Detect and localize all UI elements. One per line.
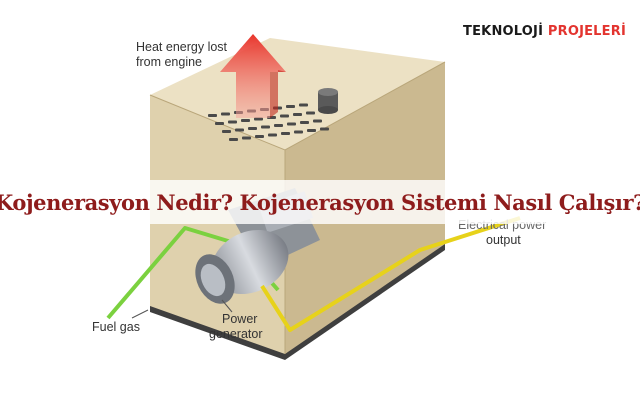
vent-slot — [242, 136, 251, 140]
vent-slot — [229, 138, 238, 141]
fuel-gas-label: Fuel gas — [92, 320, 140, 334]
vent-slot — [299, 103, 308, 107]
vent-slot — [268, 133, 277, 137]
vent-slot — [286, 105, 295, 108]
brand-name-part1: TEKNOLOJİ — [463, 24, 544, 39]
heat-label-line2: from engine — [136, 55, 203, 69]
vent-slot — [294, 130, 303, 134]
power-output-label-line2: output — [486, 233, 521, 247]
vent-slot — [228, 120, 237, 124]
vent-slot — [254, 117, 263, 121]
vent-slot — [222, 130, 231, 133]
heat-label-line1: Heat energy lost — [136, 40, 228, 54]
vent-slot — [287, 122, 296, 126]
vent-slot — [221, 112, 230, 116]
vent-slot — [248, 127, 257, 130]
vent-slot — [306, 111, 315, 115]
generator-label-line1: Power — [222, 312, 258, 326]
vent-slot — [281, 132, 290, 135]
vent-slot — [215, 122, 224, 125]
heat-loss-arrow — [220, 34, 286, 118]
power-output-line — [260, 216, 521, 332]
vent-slot — [274, 124, 283, 127]
vent-slot — [300, 121, 309, 124]
vent-slot — [208, 114, 217, 117]
brand-logo: TEKNOLOJİ PROJELERİ — [463, 24, 626, 39]
vent-slot — [313, 119, 322, 123]
vent-slot — [293, 113, 302, 116]
brand-name-part2: PROJELERİ — [547, 24, 626, 39]
vent-slot — [280, 114, 289, 118]
headline-banner: Kojenerasyon Nedir? Kojenerasyon Sistemi… — [0, 180, 640, 224]
vent-slot — [307, 129, 316, 132]
vent-slot — [241, 119, 250, 122]
exhaust-cap — [318, 88, 338, 114]
vent-slot — [261, 125, 270, 129]
page-title: Kojenerasyon Nedir? Kojenerasyon Sistemi… — [0, 189, 640, 215]
vent-slot — [320, 127, 329, 131]
generator-label-line2: generator — [209, 327, 263, 341]
vent-slot — [255, 135, 264, 138]
vent-slot — [235, 128, 244, 132]
generator-leader — [221, 299, 233, 313]
fuel-leader — [131, 309, 149, 319]
cabinet-top — [150, 38, 445, 150]
